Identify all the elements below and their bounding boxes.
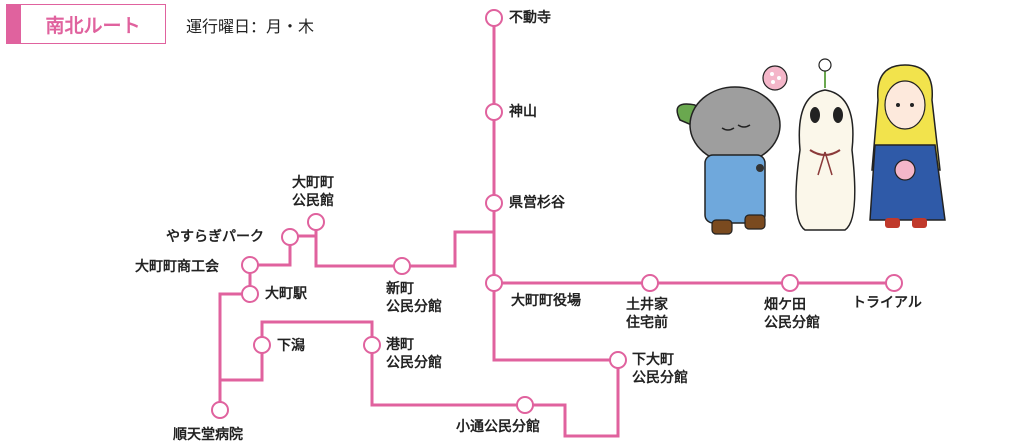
stop-marker-minatomachi-kominkan	[363, 336, 381, 354]
stop-marker-yasuragi-park	[281, 228, 299, 246]
stop-label-trial: トライアル	[852, 295, 922, 311]
stop-marker-shimogata	[253, 336, 271, 354]
stop-marker-kamiyama	[485, 103, 503, 121]
route-segment-west	[314, 222, 494, 268]
stop-label-kamiyama: 神山	[509, 104, 537, 120]
stop-label-minatomachi-kominkan: 港町 公民分館	[386, 337, 442, 371]
stop-label-hatakeda-kominkan: 畑ケ田 公民分館	[764, 297, 820, 331]
stop-marker-omachi-shokokai	[241, 256, 259, 274]
stop-label-tsuchii-jutaku: 土井家 住宅前	[626, 297, 668, 331]
operating-days: 運行曜日：月・木	[186, 17, 315, 36]
route-color-bar	[7, 5, 21, 43]
stop-label-omachi-kominkan: 大町町 公民館	[292, 175, 334, 209]
stop-label-omachi-machiyakuba: 大町町役場	[511, 293, 581, 309]
route-segment-south-loop	[220, 320, 620, 438]
stop-marker-omachi-kominkan	[307, 213, 325, 231]
route-badge: 南北ルート	[6, 4, 166, 44]
stop-marker-fudoji	[485, 9, 503, 27]
route-name: 南北ルート	[45, 14, 141, 37]
rock-mascot	[676, 65, 788, 235]
stop-marker-tsuchii-jutaku	[641, 274, 659, 292]
stop-label-shimogata: 下潟	[277, 338, 305, 354]
stop-marker-shinmachi-kominkan	[393, 257, 411, 275]
mascot-illustration	[676, 58, 946, 235]
stop-label-shinmachi-kominkan: 新町 公民分館	[386, 281, 442, 315]
stop-label-yasuragi-park: やすらぎパーク	[166, 229, 264, 245]
kimono-mascot	[869, 64, 946, 228]
stop-label-omachi-shokokai: 大町町商工会	[135, 259, 219, 275]
bean-mascot	[795, 58, 856, 231]
stop-label-kodori-kominkan: 小通公民分館	[456, 419, 540, 435]
stop-label-kenei-sugitani: 県営杉谷	[509, 195, 565, 211]
stop-markers	[211, 9, 903, 419]
stop-label-omachi-eki: 大町駅	[265, 286, 307, 302]
stop-marker-kenei-sugitani	[485, 194, 503, 212]
stop-marker-trial	[885, 274, 903, 292]
stop-label-juntendo-byoin: 順天堂病院	[173, 427, 243, 443]
stop-label-shimo-omachi-kominkan: 下大町 公民分館	[632, 352, 688, 386]
route-segment-trunk	[492, 18, 618, 362]
stop-marker-juntendo-byoin	[211, 401, 229, 419]
stop-marker-omachi-machiyakuba	[485, 274, 503, 292]
stop-marker-shimo-omachi-kominkan	[609, 351, 627, 369]
route-segment-hospital	[218, 265, 252, 410]
stop-marker-kodori-kominkan	[516, 396, 534, 414]
stop-label-fudoji: 不動寺	[509, 10, 551, 26]
stop-marker-hatakeda-kominkan	[781, 274, 799, 292]
stop-marker-omachi-eki	[241, 285, 259, 303]
